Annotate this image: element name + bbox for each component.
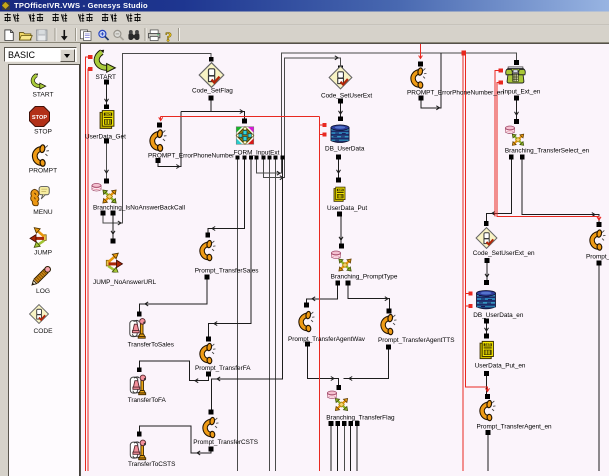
svg-text:UserData_Get: UserData_Get	[85, 134, 126, 141]
svg-text:START: START	[32, 92, 53, 99]
svg-text:MENU: MENU	[33, 209, 53, 216]
svg-text:FORM_InputExt: FORM_InputExt	[234, 150, 280, 157]
svg-text:TransferToCSTS: TransferToCSTS	[128, 461, 175, 468]
svg-text:Branching_TransferFlag: Branching_TransferFlag	[326, 415, 395, 422]
svg-text:DB_UserData: DB_UserData	[325, 146, 365, 153]
svg-text:CODE: CODE	[33, 328, 53, 335]
svg-text:Prompt_TransferAgent_en: Prompt_TransferAgent_en	[477, 424, 553, 431]
svg-text:Code_SetUserExt: Code_SetUserExt	[321, 93, 372, 100]
svg-text:Prompt_TransferSales: Prompt_TransferSales	[195, 268, 259, 275]
svg-text:Prompt_TransferAgentWav: Prompt_TransferAgentWav	[288, 336, 366, 343]
svg-text:STOP: STOP	[34, 129, 52, 136]
svg-text:PROMPT_ErrorPhoneNumber: PROMPT_ErrorPhoneNumber	[148, 153, 235, 160]
svg-text:Input_Ext_en: Input_Ext_en	[503, 89, 541, 96]
svg-text:JUMP_NoAnswerURL: JUMP_NoAnswerURL	[93, 279, 157, 286]
svg-text:UserData_Put: UserData_Put	[327, 205, 367, 212]
svg-text:START: START	[96, 74, 116, 81]
svg-text:Code_SetFlag: Code_SetFlag	[192, 88, 233, 95]
svg-text:JUMP: JUMP	[34, 250, 53, 257]
svg-text:Branching_TransferSelect_en: Branching_TransferSelect_en	[505, 148, 590, 155]
svg-text:PROMPT: PROMPT	[29, 168, 57, 175]
svg-text:Branching_IsNoAnswerBackCall: Branching_IsNoAnswerBackCall	[93, 205, 185, 212]
svg-text:Branching_PromptType: Branching_PromptType	[331, 274, 398, 281]
svg-text:Prompt_TransferAg: Prompt_TransferAg	[586, 254, 609, 261]
svg-text:LOG: LOG	[36, 288, 50, 295]
svg-text:UserData_Put_en: UserData_Put_en	[475, 363, 526, 370]
svg-text:Prompt_TransferAgentTTS: Prompt_TransferAgentTTS	[378, 337, 454, 344]
svg-text:Prompt_TransferFA: Prompt_TransferFA	[195, 365, 251, 372]
svg-text:?: ?	[165, 31, 172, 46]
svg-text:PROMPT_ErrorPhoneNumber_en: PROMPT_ErrorPhoneNumber_en	[407, 90, 504, 97]
svg-text:TransferToSales: TransferToSales	[128, 342, 174, 349]
svg-text:DB_UserData_en: DB_UserData_en	[473, 312, 524, 319]
svg-text:Prompt_TransferCSTS: Prompt_TransferCSTS	[193, 439, 258, 446]
svg-text:Code_SetUserExt_en: Code_SetUserExt_en	[473, 250, 535, 257]
svg-text:TransferToFA: TransferToFA	[128, 397, 167, 404]
